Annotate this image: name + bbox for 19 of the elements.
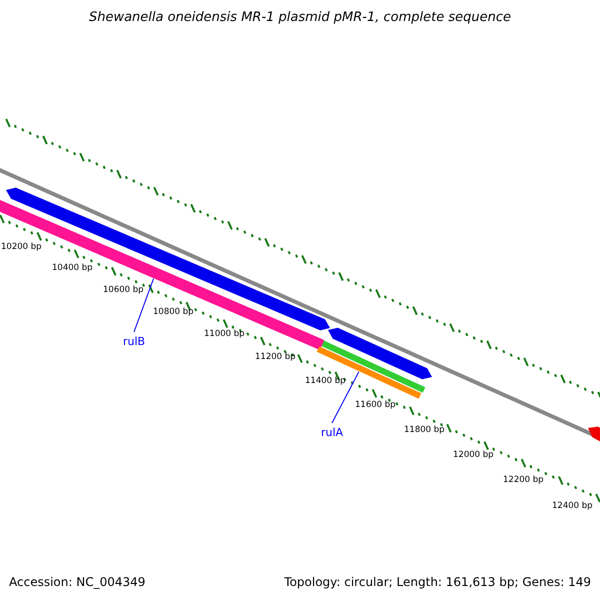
scale-label: 11800 bp — [404, 425, 445, 435]
scale-label: 12200 bp — [503, 475, 544, 485]
scale-label: 10600 bp — [103, 285, 144, 295]
accession-text: Accession: NC_004349 — [9, 575, 146, 589]
gene-label: rulA — [321, 426, 344, 439]
scale-label: 12000 bp — [453, 450, 494, 460]
scale-label: 11000 bp — [204, 329, 245, 339]
summary-text: Topology: circular; Length: 161,613 bp; Genes: 149 — [284, 575, 591, 589]
gene-bar — [0, 200, 324, 350]
scale-label: 12400 bp — [552, 501, 593, 511]
scale-label: 10200 bp — [1, 242, 42, 252]
leader-line — [134, 278, 154, 332]
title: Shewanella oneidensis MR-1 plasmid pMR-1, complete sequence — [88, 10, 512, 25]
leader-line — [332, 371, 360, 424]
scale-label: 10400 bp — [52, 263, 93, 273]
scale-label: 11400 bp — [305, 376, 346, 386]
scale-label: 11200 bp — [255, 352, 296, 362]
gene-label: rulB — [123, 335, 146, 348]
scale-label: 10800 bp — [153, 307, 194, 317]
